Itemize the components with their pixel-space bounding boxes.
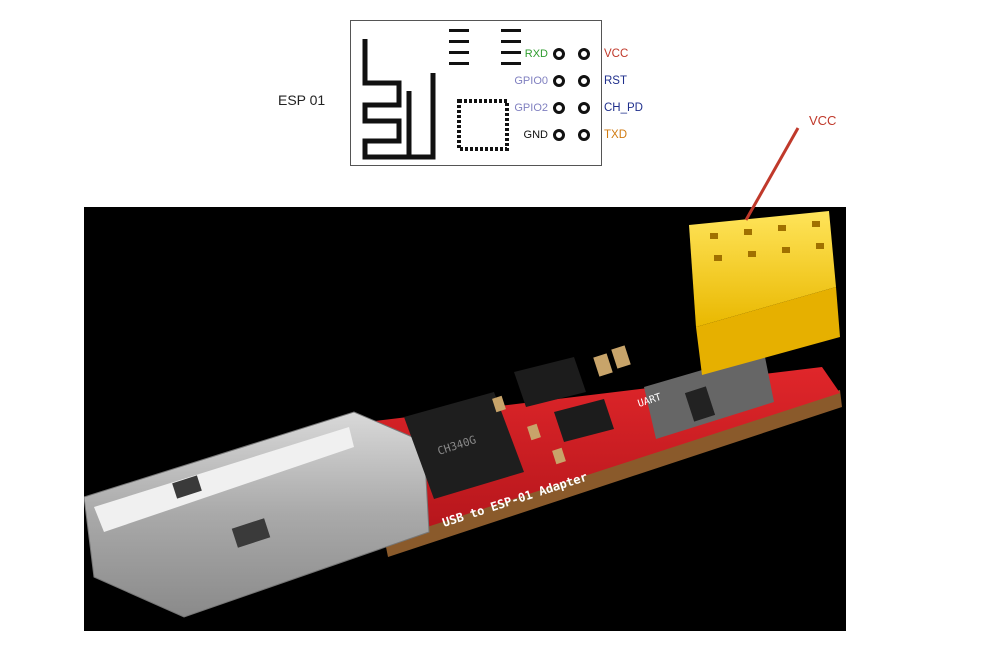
uart-switch [644,352,774,439]
usb-adapter-photo: CH340G UART USB to ESP-01 Adapter [84,207,846,631]
esp01-pinout-diagram: RXD GPIO0 GPIO2 GND [350,20,602,166]
pin-label-ch-pd: CH_PD [604,102,643,114]
pin-label-gnd: GND [523,129,548,141]
pin-pad [553,48,565,60]
pin-pad [553,102,565,114]
pin-pad [553,75,565,87]
capacitor [492,395,506,413]
capacitor [611,345,631,369]
usb-connector [84,411,430,618]
capacitor [552,447,566,465]
pcb-edge [384,390,842,557]
module-label: ESP 01 [278,92,326,108]
flash-pin-bar [501,29,521,32]
vcc-callout-line [744,127,800,221]
pin-label-gpio0: GPIO0 [514,75,548,87]
pin-pad [578,48,590,60]
pin-pad [553,129,565,141]
ch340-chip [404,392,524,499]
flash-pin-bar [501,40,521,43]
flash-pin-bar [449,40,469,43]
pin-pad [578,129,590,141]
flash-pin-bar [501,62,521,65]
pin-pad [578,102,590,114]
pin-pad [578,75,590,87]
vcc-callout-label: VCC [809,113,837,128]
pin-label-txd: TXD [604,129,627,141]
flash-pin-bar [449,62,469,65]
ic-chip [554,399,614,442]
flash-pin-bar [449,29,469,32]
flash-pin-bar [501,51,521,54]
pin-label-rxd: RXD [524,48,548,60]
flash-pin-bar [449,51,469,54]
antenna-trace-icon [362,39,509,160]
pin-label-vcc: VCC [604,48,629,60]
esp01-socket-header [689,211,836,327]
capacitor [527,423,541,441]
voltage-regulator [514,357,586,407]
usb-adapter-illustration: CH340G UART USB to ESP-01 Adapter [84,211,842,618]
pin-label-rst: RST [604,75,627,87]
capacitor [593,353,613,377]
pin-label-gpio2: GPIO2 [514,102,548,114]
